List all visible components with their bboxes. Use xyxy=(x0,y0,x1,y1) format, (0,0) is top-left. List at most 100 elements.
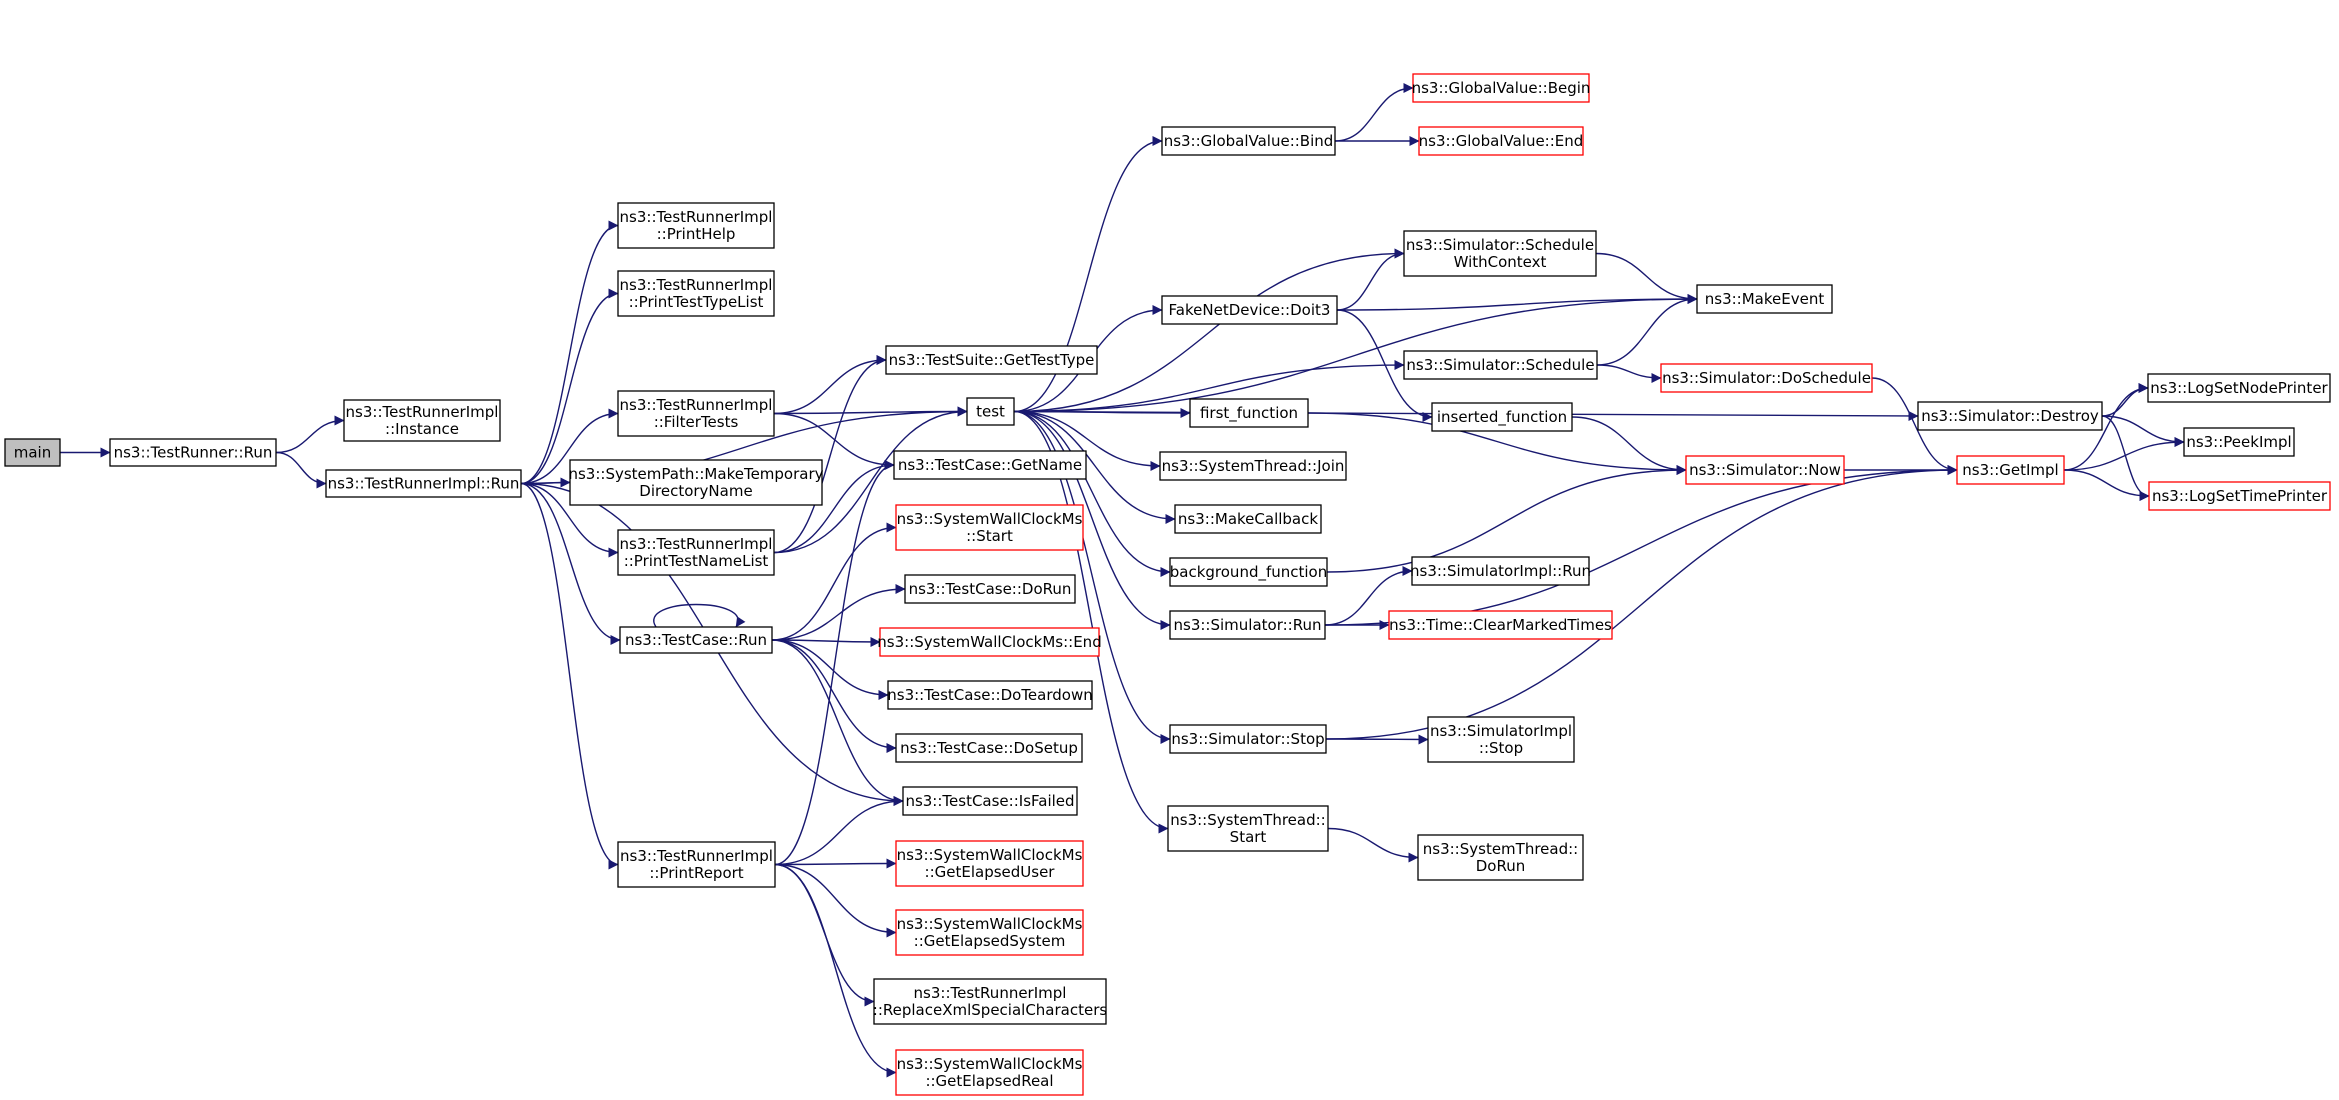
node-label: ns3::TestRunnerImpl::Run xyxy=(328,475,520,493)
node-inserted-function[interactable]: inserted_function xyxy=(1431,402,1573,432)
node-box xyxy=(617,529,775,576)
node-simimpl-run[interactable]: ns3::SimulatorImpl::Run xyxy=(1410,556,1591,586)
node-test[interactable]: test xyxy=(966,397,1015,426)
node-box xyxy=(873,978,1107,1025)
node-tri-replacexml[interactable]: ns3::TestRunnerImpl::ReplaceXmlSpecialCh… xyxy=(873,978,1108,1025)
edge-globalvalue_bind-to-globalvalue_begin xyxy=(1334,83,1414,142)
edge-testcase_run-to-testcase_isfailed xyxy=(771,639,904,806)
node-label: ns3::TestRunnerImpl xyxy=(620,276,773,294)
node-testsuite-gettesttype[interactable]: ns3::TestSuite::GetTestType xyxy=(885,345,1098,375)
node-logsetnodeprinter[interactable]: ns3::LogSetNodePrinter xyxy=(2147,373,2331,403)
node-swc-start[interactable]: ns3::SystemWallClockMs::Start xyxy=(895,504,1084,551)
node-box xyxy=(2183,427,2295,457)
node-testcase-dorun[interactable]: ns3::TestCase::DoRun xyxy=(904,574,1076,604)
edge-test-to-background_function xyxy=(1013,410,1171,577)
node-box xyxy=(1189,398,1309,428)
node-systempath-mtd[interactable]: ns3::SystemPath::MakeTemporaryDirectoryN… xyxy=(568,459,824,506)
edge-testcase_run-to-testcase_doteardown xyxy=(771,639,889,700)
node-label: ns3::Simulator::Run xyxy=(1174,616,1322,634)
edge-sim_doschedule-to-getimpl xyxy=(1871,377,1958,475)
edges-layer xyxy=(60,83,2185,1078)
node-swc-getelapseduser[interactable]: ns3::SystemWallClockMs::GetElapsedUser xyxy=(895,840,1084,887)
node-globalvalue-bind[interactable]: ns3::GlobalValue::Bind xyxy=(1161,126,1336,156)
node-globalvalue-end[interactable]: ns3::GlobalValue::End xyxy=(1418,126,1584,156)
node-label: ns3::TestCase::Run xyxy=(625,631,767,649)
node-globalvalue-begin[interactable]: ns3::GlobalValue::Begin xyxy=(1412,73,1591,103)
node-sim-run[interactable]: ns3::Simulator::Run xyxy=(1169,610,1326,640)
node-label: ns3::SimulatorImpl xyxy=(1430,722,1572,740)
node-label: ns3::TestRunnerImpl xyxy=(620,535,773,553)
node-time-clearmarkedtimes[interactable]: ns3::Time::ClearMarkedTimes xyxy=(1388,610,1613,640)
edge-sim_schedule-to-makeevent xyxy=(1596,294,1698,366)
node-label: ns3::Simulator::Stop xyxy=(1171,730,1324,748)
node-background-function[interactable]: background_function xyxy=(1169,557,1328,587)
node-testcase-isfailed[interactable]: ns3::TestCase::IsFailed xyxy=(902,786,1078,816)
node-fakenetdevice-doit3[interactable]: FakeNetDevice::Doit3 xyxy=(1161,295,1338,325)
node-peekimpl[interactable]: ns3::PeekImpl xyxy=(2183,427,2295,457)
node-systemthread-join[interactable]: ns3::SystemThread::Join xyxy=(1159,451,1347,481)
node-tri-printreport[interactable]: ns3::TestRunnerImpl::PrintReport xyxy=(617,841,776,888)
node-sim-stop[interactable]: ns3::Simulator::Stop xyxy=(1169,724,1327,754)
edge-sim_run-to-getimpl xyxy=(1324,465,1958,626)
node-logsettimeprinter[interactable]: ns3::LogSetTimePrinter xyxy=(2148,481,2331,511)
edge-test-to-sim_schedulewithcontext xyxy=(1013,248,1405,413)
node-label: ns3::TestRunnerImpl xyxy=(620,396,773,414)
node-box xyxy=(617,270,775,317)
node-sim-destroy[interactable]: ns3::Simulator::Destroy xyxy=(1917,401,2103,431)
node-label: ns3::GlobalValue::Begin xyxy=(1412,79,1591,97)
node-label: ns3::TestSuite::GetTestType xyxy=(889,351,1095,369)
node-sim-schedule[interactable]: ns3::Simulator::Schedule xyxy=(1403,350,1598,380)
node-box xyxy=(879,627,1100,657)
node-sim-now[interactable]: ns3::Simulator::Now xyxy=(1685,455,1845,485)
node-tri-printhelp[interactable]: ns3::TestRunnerImpl::PrintHelp xyxy=(617,202,775,249)
node-tri-filtertests[interactable]: ns3::TestRunnerImpl::FilterTests xyxy=(617,390,775,437)
edge-inserted_function-to-sim_now xyxy=(1571,416,1687,475)
node-label: ns3::SystemWallClockMs::End xyxy=(877,633,1101,651)
node-testcase-dosetup[interactable]: ns3::TestCase::DoSetup xyxy=(895,733,1083,763)
node-label: DoRun xyxy=(1476,857,1526,875)
node-label: ::FilterTests xyxy=(654,413,739,431)
node-box xyxy=(1685,455,1845,485)
node-swc-end[interactable]: ns3::SystemWallClockMs::End xyxy=(877,627,1102,657)
edge-tri_printreport-to-swc_getelapsedsystem xyxy=(774,863,897,938)
node-swc-getelapsedsystem[interactable]: ns3::SystemWallClockMs::GetElapsedSystem xyxy=(895,909,1084,956)
edge-test-to-makeevent xyxy=(1013,294,1698,413)
node-label: ::PrintTestTypeList xyxy=(629,293,764,311)
node-testcase-getname[interactable]: ns3::TestCase::GetName xyxy=(893,450,1087,480)
node-box xyxy=(617,390,775,437)
node-systemthread-start[interactable]: ns3::SystemThread::Start xyxy=(1167,805,1329,852)
node-main[interactable]: main xyxy=(4,438,61,467)
node-label: ns3::TestRunnerImpl xyxy=(620,847,773,865)
edge-fakenetdevice_doit3-to-sim_schedulewithcontext xyxy=(1336,248,1405,311)
node-getimpl[interactable]: ns3::GetImpl xyxy=(1956,455,2065,485)
node-makecallback[interactable]: ns3::MakeCallback xyxy=(1174,504,1322,534)
node-testrunner-run[interactable]: ns3::TestRunner::Run xyxy=(109,438,277,467)
node-tri-instance[interactable]: ns3::TestRunnerImpl::Instance xyxy=(343,399,501,442)
node-box xyxy=(904,574,1076,604)
node-box xyxy=(1660,363,1873,393)
edge-test-to-makecallback xyxy=(1013,410,1176,524)
node-label: ns3::SystemThread:: xyxy=(1170,811,1325,829)
node-box xyxy=(4,438,61,467)
edge-test-to-sim_run xyxy=(1013,410,1171,630)
node-tri-run[interactable]: ns3::TestRunnerImpl::Run xyxy=(325,469,522,498)
node-label: ns3::TestRunnerImpl xyxy=(914,984,1067,1002)
edge-tri_printtestnamelist-to-testsuite_gettesttype xyxy=(773,355,887,554)
edge-systemthread_start-to-systemthread_dorun xyxy=(1327,827,1419,863)
node-box xyxy=(1417,834,1584,881)
node-simimpl-stop[interactable]: ns3::SimulatorImpl::Stop xyxy=(1427,716,1575,763)
node-systemthread-dorun[interactable]: ns3::SystemThread::DoRun xyxy=(1417,834,1584,881)
node-testcase-doteardown[interactable]: ns3::TestCase::DoTeardown xyxy=(887,680,1093,710)
node-first-function[interactable]: first_function xyxy=(1189,398,1309,428)
node-box xyxy=(617,841,776,888)
node-swc-getelapsedreal[interactable]: ns3::SystemWallClockMs::GetElapsedReal xyxy=(895,1049,1084,1096)
edge-tri_printreport-to-testcase_getname xyxy=(774,460,895,866)
node-tri-printtesttypelist[interactable]: ns3::TestRunnerImpl::PrintTestTypeList xyxy=(617,270,775,317)
edge-tri_filtertests-to-test xyxy=(773,406,968,417)
node-testcase-run[interactable]: ns3::TestCase::Run xyxy=(619,626,773,654)
node-label: ::GetElapsedUser xyxy=(925,863,1056,881)
node-sim-doschedule[interactable]: ns3::Simulator::DoSchedule xyxy=(1660,363,1873,393)
node-tri-printtestnamelist[interactable]: ns3::TestRunnerImpl::PrintTestNameList xyxy=(617,529,775,576)
node-makeevent[interactable]: ns3::MakeEvent xyxy=(1696,284,1833,314)
